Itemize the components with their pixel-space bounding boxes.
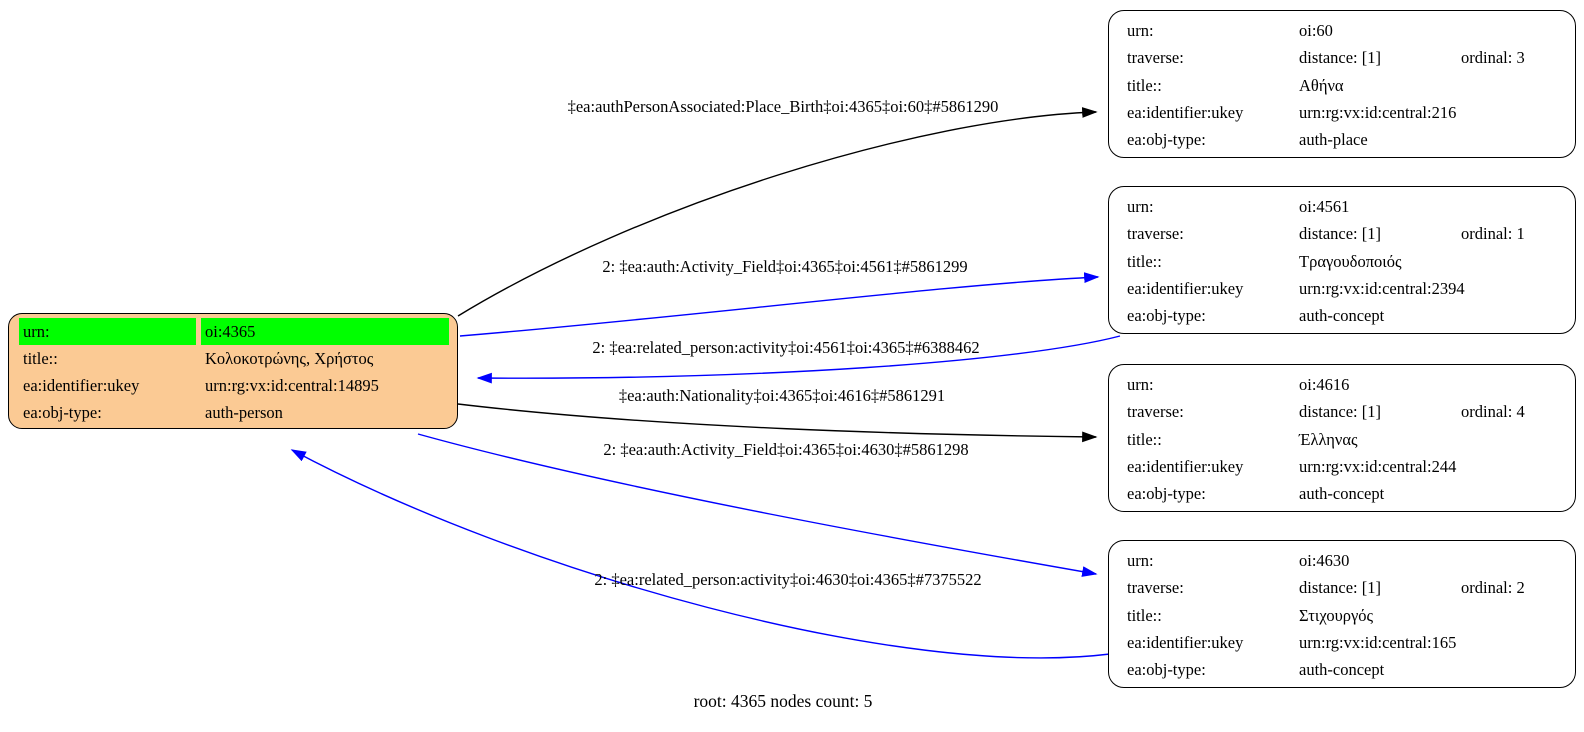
ordinal-value: ordinal: 4 [1461,402,1525,422]
traverse-value: distance: [1] ordinal: 1 [1299,220,1565,247]
objtype-label: ea:obj-type: [1127,660,1206,680]
record-objtype-row: ea:obj-type: auth-place [1127,126,1565,153]
person-urn-value: oi:4365 [201,318,449,345]
record-urn-row: urn: oi:60 [1127,17,1565,44]
urn-label: urn: [1127,551,1154,570]
title-value: Αθήνα [1299,75,1344,95]
edge-activity-field-4630[interactable] [417,433,1098,577]
record-objtype-row: ea:obj-type: auth-concept [1127,656,1565,683]
objtype-label: ea:obj-type: [1127,130,1206,150]
edge-place-birth[interactable] [457,107,1098,317]
traverse-value: distance: [1] ordinal: 2 [1299,574,1565,601]
person-identifier-label: ea:identifier:ukey [23,376,140,395]
traverse-value: distance: [1] ordinal: 4 [1299,398,1565,425]
identifier-value: urn:rg:vx:id:central:216 [1299,102,1457,122]
title-label: title:: [1127,251,1162,271]
record-identifier-row: ea:identifier:ukey urn:rg:vx:id:central:… [1127,99,1565,126]
distance-value: distance: [1] [1299,402,1382,422]
objtype-label: ea:obj-type: [1127,484,1206,504]
record-traverse-row: traverse: distance: [1] ordinal: 1 [1127,220,1565,247]
person-urn-row: urn: oi:4365 [19,318,449,345]
ordinal-value: ordinal: 2 [1461,578,1525,598]
edge-related-person-4561[interactable] [476,335,1121,384]
edge-label-activity-field-4630: 2: ‡ea:auth:Activity_Field‡oi:4365‡oi:46… [603,440,969,459]
edge-nationality[interactable] [457,403,1098,443]
edge-label-related-person-4561: 2: ‡ea:related_person:activity‡oi:4561‡o… [592,338,980,357]
record-traverse-row: traverse: distance: [1] ordinal: 3 [1127,44,1565,71]
urn-value: oi:4630 [1299,551,1350,570]
person-title-value: Κολοκοτρώνης, Χρήστος [205,349,374,368]
person-title-label: title:: [23,349,58,368]
traverse-value: distance: [1] ordinal: 3 [1299,44,1565,71]
urn-value: oi:4561 [1299,197,1350,216]
graph-caption: root: 4365 nodes count: 5 [693,691,873,711]
identifier-value: urn:rg:vx:id:central:244 [1299,456,1457,476]
objtype-value: auth-concept [1299,484,1385,504]
node-concept-4616[interactable]: urn: oi:4616 traverse: distance: [1] ord… [1108,364,1576,512]
objtype-value: auth-place [1299,130,1368,150]
urn-label: urn: [1127,21,1154,40]
record-title-row: title:: Στιχουργός [1127,602,1565,629]
ordinal-value: ordinal: 1 [1461,224,1525,244]
objtype-value: auth-concept [1299,306,1385,326]
record-objtype-row: ea:obj-type: auth-concept [1127,480,1565,507]
title-value: Στιχουργός [1299,605,1374,625]
urn-value: oi:4616 [1299,375,1350,394]
record-title-row: title:: Έλληνας [1127,426,1565,453]
traverse-label: traverse: [1127,48,1184,68]
record-identifier-row: ea:identifier:ukey urn:rg:vx:id:central:… [1127,453,1565,480]
edge-related-person-4630[interactable] [290,449,1111,659]
edge-label-place-birth: ‡ea:authPersonAssociated:Place_Birth‡oi:… [567,97,999,116]
person-title-row: title:: Κολοκοτρώνης, Χρήστος [19,345,449,372]
title-label: title:: [1127,605,1162,625]
person-identifier-value: urn:rg:vx:id:central:14895 [205,376,379,395]
record-identifier-row: ea:identifier:ukey urn:rg:vx:id:central:… [1127,629,1565,656]
urn-label: urn: [1127,197,1154,216]
identifier-label: ea:identifier:ukey [1127,278,1244,298]
person-objtype-row: ea:obj-type: auth-person [19,399,449,426]
distance-value: distance: [1] [1299,578,1382,598]
edge-label-related-person-4630: 2: ‡ea:related_person:activity‡oi:4630‡o… [594,570,982,589]
person-urn-label: urn: [19,318,196,345]
ordinal-value: ordinal: 3 [1461,48,1525,68]
distance-value: distance: [1] [1299,48,1382,68]
objtype-label: ea:obj-type: [1127,306,1206,326]
record-urn-row: urn: oi:4561 [1127,193,1565,220]
title-value: Έλληνας [1299,429,1358,449]
distance-value: distance: [1] [1299,224,1382,244]
edge-label-activity-field-4561: 2: ‡ea:auth:Activity_Field‡oi:4365‡oi:45… [602,257,968,276]
record-title-row: title:: Τραγουδοποιός [1127,248,1565,275]
record-title-row: title:: Αθήνα [1127,72,1565,99]
identifier-label: ea:identifier:ukey [1127,102,1244,122]
node-concept-4561[interactable]: urn: oi:4561 traverse: distance: [1] ord… [1108,186,1576,334]
title-label: title:: [1127,75,1162,95]
traverse-label: traverse: [1127,578,1184,598]
person-objtype-value: auth-person [205,403,283,422]
identifier-value: urn:rg:vx:id:central:165 [1299,632,1457,652]
edge-activity-field-4561[interactable] [459,272,1100,337]
identifier-label: ea:identifier:ukey [1127,456,1244,476]
record-traverse-row: traverse: distance: [1] ordinal: 2 [1127,574,1565,601]
person-objtype-label: ea:obj-type: [23,403,102,422]
title-label: title:: [1127,429,1162,449]
node-concept-4630[interactable]: urn: oi:4630 traverse: distance: [1] ord… [1108,540,1576,688]
urn-value: oi:60 [1299,21,1333,40]
traverse-label: traverse: [1127,402,1184,422]
record-traverse-row: traverse: distance: [1] ordinal: 4 [1127,398,1565,425]
identifier-label: ea:identifier:ukey [1127,632,1244,652]
record-objtype-row: ea:obj-type: auth-concept [1127,302,1565,329]
record-urn-row: urn: oi:4630 [1127,547,1565,574]
identifier-value: urn:rg:vx:id:central:2394 [1299,278,1465,298]
node-place-60[interactable]: urn: oi:60 traverse: distance: [1] ordin… [1108,10,1576,158]
record-identifier-row: ea:identifier:ukey urn:rg:vx:id:central:… [1127,275,1565,302]
edge-label-nationality: ‡ea:auth:Nationality‡oi:4365‡oi:4616‡#58… [618,386,946,405]
node-person-4365[interactable]: urn: oi:4365 title:: Κολοκοτρώνης, Χρήστ… [8,313,458,429]
person-identifier-row: ea:identifier:ukey urn:rg:vx:id:central:… [19,372,449,399]
traverse-label: traverse: [1127,224,1184,244]
objtype-value: auth-concept [1299,660,1385,680]
title-value: Τραγουδοποιός [1299,251,1402,271]
urn-label: urn: [1127,375,1154,394]
record-urn-row: urn: oi:4616 [1127,371,1565,398]
